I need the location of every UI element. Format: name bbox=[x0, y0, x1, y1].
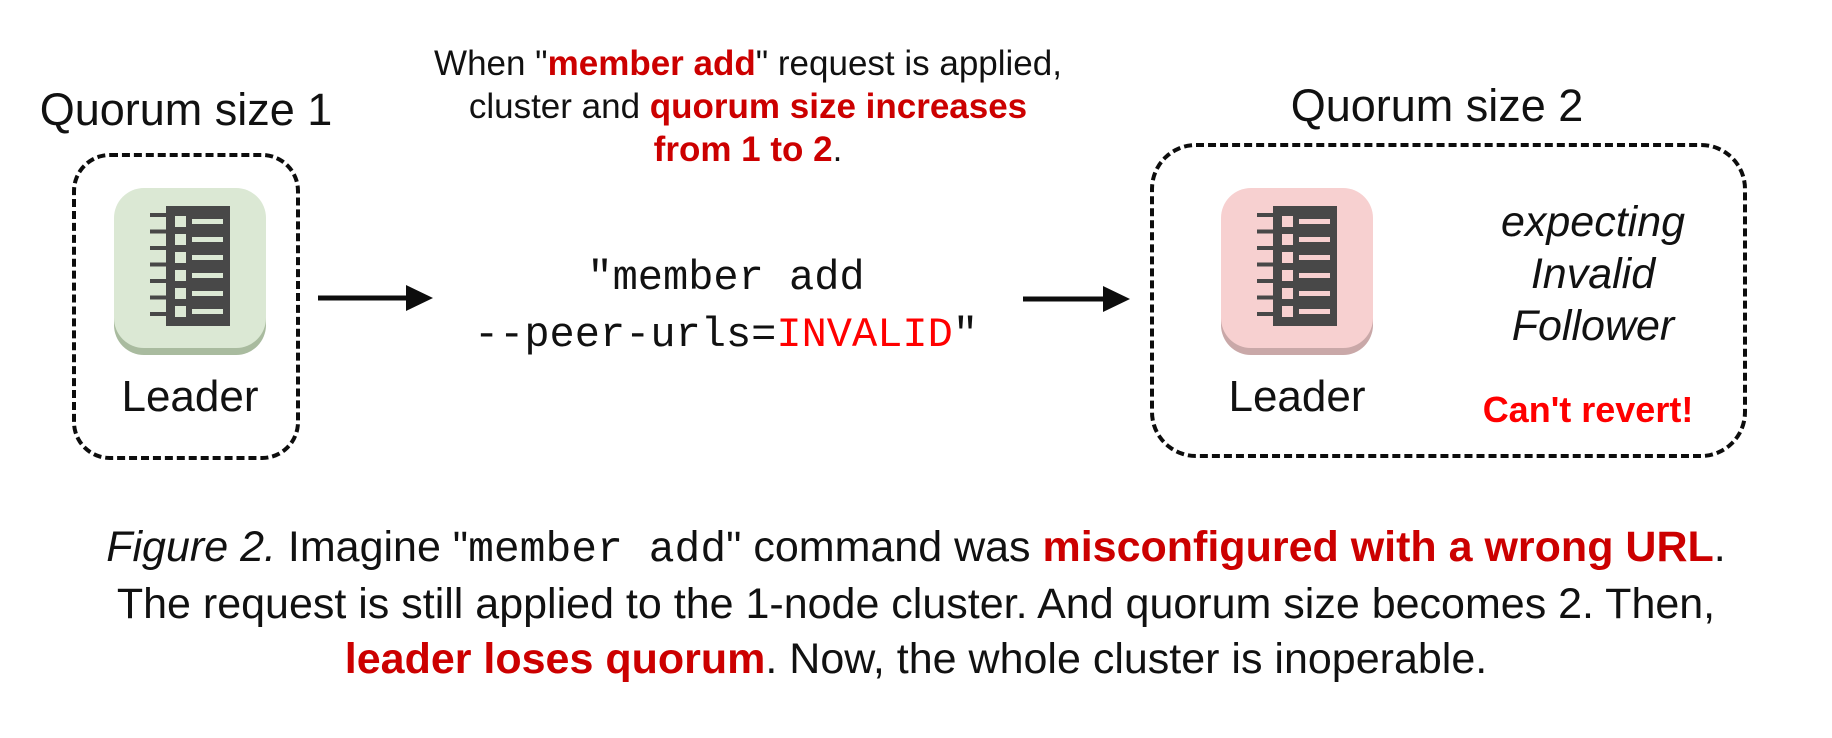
leader-label-right: Leader bbox=[1228, 372, 1366, 421]
cant-revert-warning: Can't revert! bbox=[1482, 389, 1694, 430]
command-line-1: "member add bbox=[587, 254, 865, 302]
arrow-right-icon bbox=[318, 285, 433, 311]
etcd-server-log-icon bbox=[150, 205, 230, 332]
cluster-box-quorum-2 bbox=[1150, 143, 1747, 458]
caption-line-1: Figure 2. Imagine "member add" command w… bbox=[106, 523, 1726, 574]
cluster-box-quorum-1 bbox=[72, 153, 300, 460]
member-add-command: "member add --peer-urls=INVALID" bbox=[420, 250, 1032, 364]
caption-line-2: The request is still applied to the 1-no… bbox=[116, 580, 1716, 628]
etcd-server-log-icon bbox=[1257, 205, 1337, 332]
quorum-size-2-title: Quorum size 2 bbox=[1290, 80, 1584, 131]
status-line-3: Follower bbox=[1511, 302, 1675, 350]
command-line-2: --peer-urls=INVALID" bbox=[473, 311, 979, 359]
member-add-annotation: When "member add" request is applied, cl… bbox=[398, 42, 1098, 171]
figure-caption: Figure 2. Imagine "member add" command w… bbox=[0, 520, 1832, 687]
caption-line-3: leader loses quorum. Now, the whole clus… bbox=[344, 635, 1488, 683]
status-line-2: Invalid bbox=[1530, 250, 1656, 298]
leader-node-green bbox=[114, 188, 266, 348]
arrow-right-icon bbox=[1023, 286, 1130, 312]
status-line-1: expecting bbox=[1500, 198, 1686, 246]
leader-label-left: Leader bbox=[121, 372, 259, 421]
annotation-line-1: When "member add" request is applied, bbox=[434, 44, 1062, 83]
annotation-line-3: from 1 to 2. bbox=[653, 130, 843, 169]
annotation-line-2: cluster and quorum size increases bbox=[468, 87, 1028, 126]
expecting-invalid-follower-note: expecting Invalid Follower bbox=[1443, 196, 1743, 352]
quorum-size-1-title: Quorum size 1 bbox=[39, 84, 333, 135]
leader-node-pink bbox=[1221, 188, 1373, 348]
